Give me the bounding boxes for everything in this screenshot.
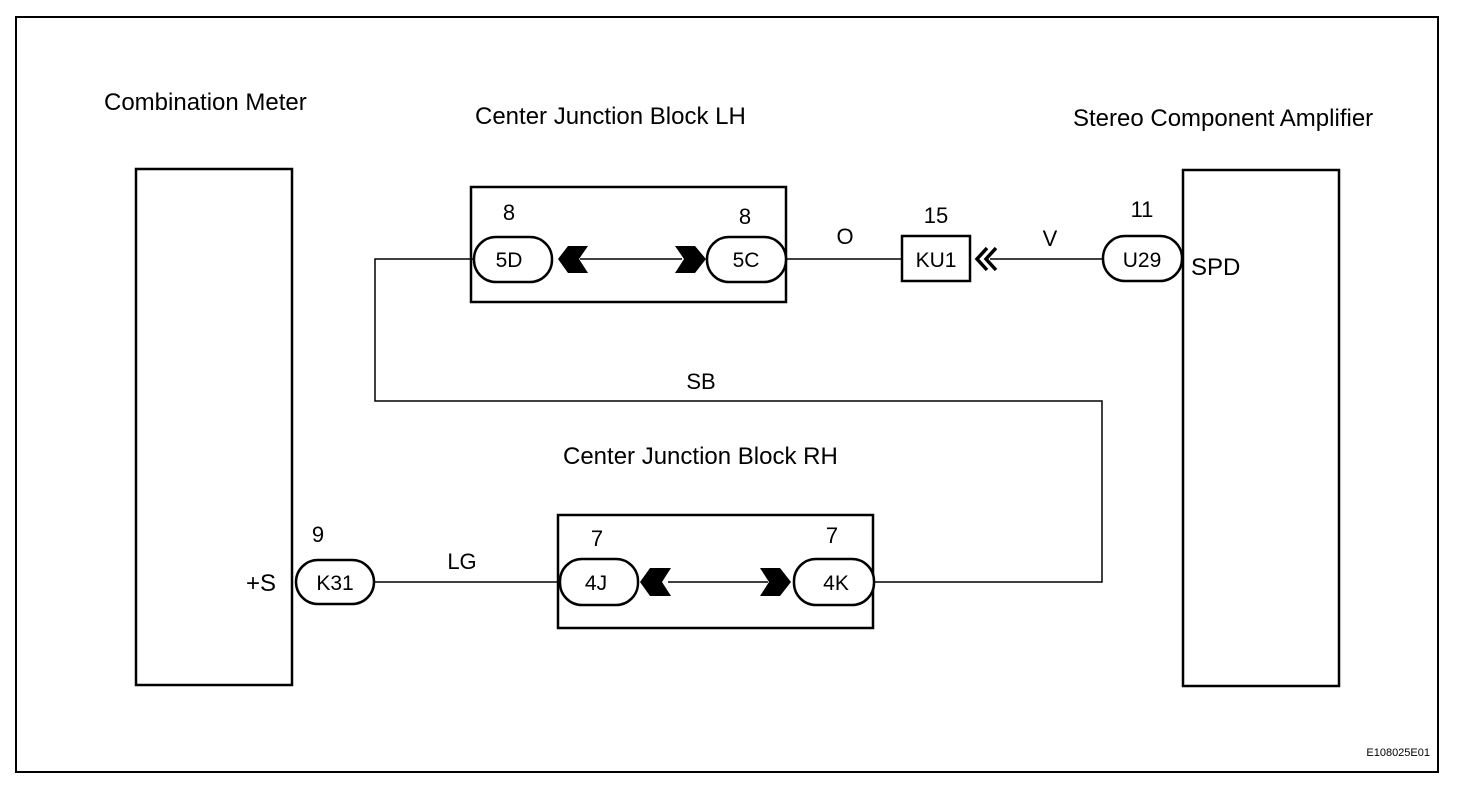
connector-k31-label: K31: [316, 572, 353, 595]
connector-u29: [1101, 234, 1184, 283]
arrow-4j: [640, 568, 671, 596]
connector-4k-pin: 7: [826, 523, 838, 548]
connector-4k: [792, 557, 876, 607]
connector-4j-pin: 7: [591, 526, 603, 551]
center-junction-block-lh-box: [469, 185, 788, 304]
arrow-4k: [760, 568, 791, 596]
center-junction-block-rh-title: Center Junction Block RH: [563, 443, 838, 470]
combination-meter-title: Combination Meter: [104, 89, 307, 116]
connector-5c: [705, 235, 788, 284]
combination-meter-box: [134, 167, 294, 687]
wire-v-label: V: [1043, 226, 1058, 251]
terminal-plus-s: +S: [246, 570, 276, 597]
connector-k31-pin: 9: [312, 522, 324, 547]
connector-4k-label: 4K: [823, 572, 849, 595]
connector-5d-pin: 8: [503, 200, 515, 225]
connector-5c-label: 5C: [733, 249, 760, 272]
center-junction-block-lh-title: Center Junction Block LH: [475, 103, 746, 130]
wire-sb-label: SB: [686, 369, 715, 394]
ku1-double-arrow: [974, 246, 998, 272]
stereo-component-amplifier-box: [1181, 168, 1341, 688]
connector-ku1-pin: 15: [924, 203, 948, 228]
connector-5c-pin: 8: [739, 204, 751, 229]
connector-u29-label: U29: [1123, 249, 1162, 272]
arrow-5d: [558, 246, 588, 273]
wire-o-label: O: [836, 224, 853, 249]
arrow-5c: [675, 246, 706, 273]
stereo-component-amplifier-title: Stereo Component Amplifier: [1073, 105, 1373, 132]
connector-5d-label: 5D: [496, 249, 523, 272]
connector-ku1-label: KU1: [916, 249, 957, 272]
wire-sb: [374, 258, 1103, 583]
connector-4j: [558, 557, 640, 607]
diagram-frame: [15, 16, 1439, 773]
connector-5d: [472, 235, 554, 284]
connector-u29-pin: 11: [1131, 197, 1154, 222]
terminal-spd: SPD: [1191, 254, 1240, 281]
figure-code: E108025E01: [1366, 747, 1430, 759]
connector-k31: [294, 558, 376, 606]
connector-ku1: [900, 234, 972, 283]
connector-4j-label: 4J: [585, 572, 607, 595]
wire-lg-label: LG: [447, 549, 476, 574]
